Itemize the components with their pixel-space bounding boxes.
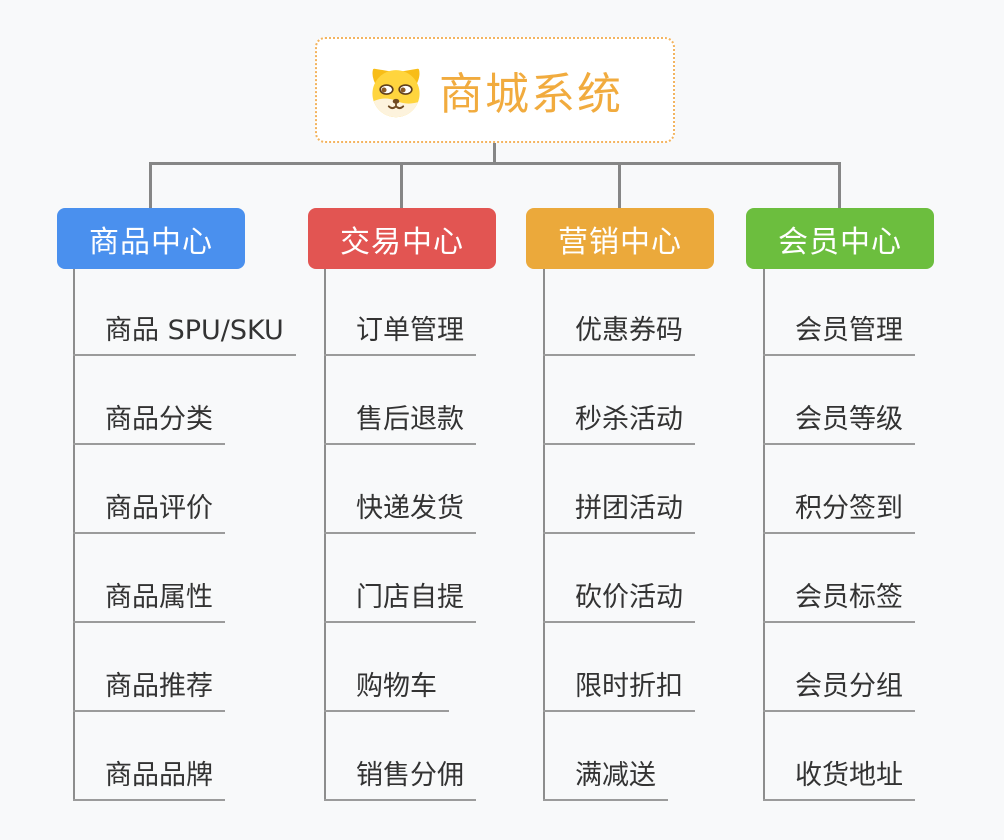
leaf-row: 收货地址 <box>763 712 915 801</box>
leaf-node[interactable]: 积分签到 <box>763 486 915 534</box>
leaf-row: 商品分类 <box>73 356 296 445</box>
leaf-row: 商品 SPU/SKU <box>73 267 296 356</box>
leaf-row: 优惠券码 <box>543 267 695 356</box>
connector-branch-line-3 <box>543 269 545 800</box>
connector-branch-line-2 <box>324 269 326 800</box>
leaf-row: 购物车 <box>324 623 476 712</box>
leaf-node[interactable]: 会员管理 <box>763 308 915 356</box>
leaf-row: 会员管理 <box>763 267 915 356</box>
leaf-node[interactable]: 商品属性 <box>73 575 225 623</box>
leaf-column-trade: 订单管理 售后退款 快递发货 门店自提 购物车 销售分佣 <box>324 267 476 801</box>
leaf-node[interactable]: 拼团活动 <box>543 486 695 534</box>
leaf-node[interactable]: 满减送 <box>543 753 668 801</box>
leaf-node[interactable]: 会员标签 <box>763 575 915 623</box>
leaf-row: 快递发货 <box>324 445 476 534</box>
leaf-node[interactable]: 商品评价 <box>73 486 225 534</box>
root-node-mall-system[interactable]: 商城系统 <box>315 37 675 143</box>
leaf-node[interactable]: 售后退款 <box>324 397 476 445</box>
leaf-node[interactable]: 快递发货 <box>324 486 476 534</box>
leaf-column-marketing: 优惠券码 秒杀活动 拼团活动 砍价活动 限时折扣 满减送 <box>543 267 695 801</box>
branch-node-member-center[interactable]: 会员中心 <box>746 208 934 269</box>
leaf-row: 销售分佣 <box>324 712 476 801</box>
root-title: 商城系统 <box>439 69 623 120</box>
leaf-row: 会员标签 <box>763 534 915 623</box>
leaf-row: 积分签到 <box>763 445 915 534</box>
leaf-node[interactable]: 会员分组 <box>763 664 915 712</box>
leaf-node[interactable]: 订单管理 <box>324 308 476 356</box>
leaf-row: 商品评价 <box>73 445 296 534</box>
leaf-node[interactable]: 会员等级 <box>763 397 915 445</box>
leaf-row: 会员等级 <box>763 356 915 445</box>
leaf-column-product: 商品 SPU/SKU 商品分类 商品评价 商品属性 商品推荐 商品品牌 <box>73 267 296 801</box>
dog-face-icon <box>372 68 420 118</box>
leaf-node[interactable]: 秒杀活动 <box>543 397 695 445</box>
leaf-row: 商品推荐 <box>73 623 296 712</box>
leaf-node[interactable]: 优惠券码 <box>543 308 695 356</box>
leaf-row: 满减送 <box>543 712 695 801</box>
connector-branch-line-1 <box>73 269 75 800</box>
leaf-row: 会员分组 <box>763 623 915 712</box>
connector-drop-3 <box>618 162 621 209</box>
branch-node-product-center[interactable]: 商品中心 <box>57 208 245 269</box>
leaf-node[interactable]: 商品分类 <box>73 397 225 445</box>
leaf-row: 商品属性 <box>73 534 296 623</box>
leaf-row: 砍价活动 <box>543 534 695 623</box>
leaf-row: 秒杀活动 <box>543 356 695 445</box>
connector-drop-1 <box>149 162 152 209</box>
leaf-node[interactable]: 商品品牌 <box>73 753 225 801</box>
leaf-node[interactable]: 商品推荐 <box>73 664 225 712</box>
connector-root-stem <box>493 143 496 163</box>
connector-horizontal-bar <box>149 162 841 165</box>
leaf-node[interactable]: 销售分佣 <box>324 753 476 801</box>
connector-drop-4 <box>838 162 841 209</box>
leaf-row: 商品品牌 <box>73 712 296 801</box>
connector-drop-2 <box>400 162 403 209</box>
leaf-row: 门店自提 <box>324 534 476 623</box>
leaf-node[interactable]: 限时折扣 <box>543 664 695 712</box>
branch-node-marketing-center[interactable]: 营销中心 <box>526 208 714 269</box>
leaf-node[interactable]: 砍价活动 <box>543 575 695 623</box>
leaf-node[interactable]: 购物车 <box>324 664 449 712</box>
leaf-row: 限时折扣 <box>543 623 695 712</box>
leaf-row: 售后退款 <box>324 356 476 445</box>
branch-node-trade-center[interactable]: 交易中心 <box>308 208 496 269</box>
leaf-row: 拼团活动 <box>543 445 695 534</box>
leaf-column-member: 会员管理 会员等级 积分签到 会员标签 会员分组 收货地址 <box>763 267 915 801</box>
connector-branch-line-4 <box>763 269 765 800</box>
leaf-node[interactable]: 收货地址 <box>763 753 915 801</box>
leaf-row: 订单管理 <box>324 267 476 356</box>
leaf-node[interactable]: 商品 SPU/SKU <box>73 308 296 356</box>
leaf-node[interactable]: 门店自提 <box>324 575 476 623</box>
